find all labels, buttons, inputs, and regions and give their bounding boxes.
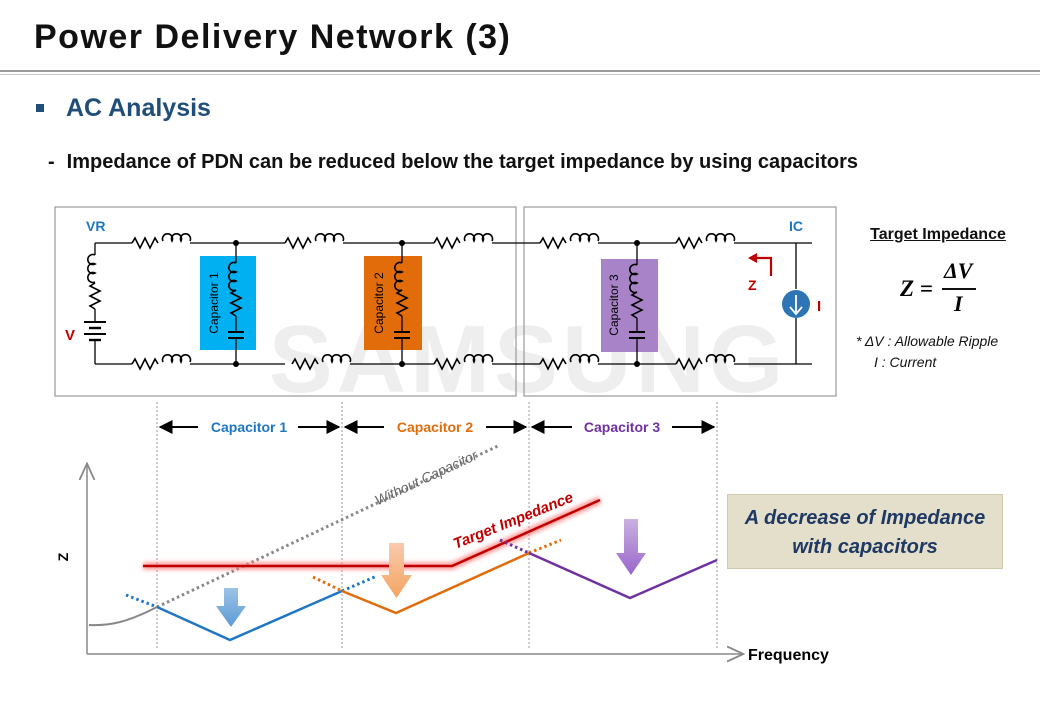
i-label: I: [817, 298, 821, 315]
y-axis-label: Z: [55, 552, 71, 561]
formula-fraction-bar: [942, 288, 976, 290]
title-divider: [0, 70, 1040, 72]
decrease-arrow-icon-3: [616, 519, 646, 575]
decrease-arrow-icon-1: [216, 588, 246, 627]
baseline-curve: [88, 606, 158, 627]
section-heading: AC Analysis: [66, 94, 211, 122]
ic-label: IC: [789, 218, 803, 234]
v-label: V: [65, 327, 75, 344]
formula-note: * ΔV : Allowable Ripple I : Current: [856, 331, 998, 373]
capacitor-1-block: [200, 256, 256, 350]
target-impedance-formula: Z = ΔV I: [900, 258, 990, 318]
capacitor-3-curve: [528, 551, 718, 600]
decrease-arrow-icon-2: [381, 543, 412, 598]
capacitor-2-label: Capacitor 2: [372, 272, 386, 334]
formula-note-current: I : Current: [874, 354, 937, 370]
capacitor-1-curve-tail: [341, 574, 378, 593]
title-divider-thin: [0, 74, 1040, 75]
capacitor-2-curve-tail: [528, 538, 562, 555]
x-axis-label: Frequency: [748, 647, 829, 664]
capacitor-2-branch: [393, 240, 411, 367]
callout-line-2: with capacitors: [792, 536, 938, 558]
subtitle-dash: -: [48, 151, 55, 173]
circuit-box-right: [523, 206, 837, 397]
formula-note-ripple: * ΔV : Allowable Ripple: [856, 333, 999, 349]
capacitor-3-block: [601, 259, 658, 352]
capacitor-2-block: [364, 256, 422, 350]
slide-title: Power Delivery Network (3): [34, 18, 512, 56]
subtitle-text: Impedance of PDN can be reduced below th…: [66, 151, 858, 173]
range-3-label: Capacitor 3: [584, 419, 660, 435]
formula-lhs: Z =: [900, 276, 933, 301]
capacitor-1-label: Capacitor 1: [207, 272, 221, 334]
capacitor-2-curve-dotted: [312, 575, 343, 593]
callout-box: A decrease of Impedance with capacitors: [727, 494, 1003, 569]
capacitor-1-branch: [227, 240, 245, 367]
z-label: Z: [748, 277, 757, 293]
capacitor-1-curve: [156, 589, 343, 642]
capacitor-1-curve-dotted: [125, 593, 158, 609]
impedance-arrow-icon: [748, 253, 773, 276]
capacitor-3-branch: [628, 240, 646, 367]
formula-denominator: I: [954, 291, 963, 316]
circuit-schematic: [84, 233, 812, 370]
range-2-label: Capacitor 2: [397, 419, 473, 435]
callout-line-1: A decrease of Impedance: [744, 507, 986, 529]
target-impedance-heading-box: Target Impedance: [850, 226, 1026, 244]
vr-label: VR: [86, 218, 105, 234]
target-impedance-heading: Target Impedance: [870, 226, 1006, 243]
formula-numerator: ΔV: [944, 258, 973, 283]
watermark: SAMSUNG: [269, 306, 788, 413]
without-capacitor-label: Without Capacitor: [372, 446, 481, 508]
target-impedance-line: [143, 498, 601, 568]
range-1-label: Capacitor 1: [211, 419, 287, 435]
circuit-box-left: [54, 206, 517, 397]
section-bullet: [36, 104, 44, 112]
capacitor-2-curve: [341, 551, 530, 615]
capacitor-3-label: Capacitor 3: [607, 274, 621, 336]
current-source: [782, 243, 810, 364]
subtitle: -Impedance of PDN can be reduced below t…: [48, 151, 858, 174]
